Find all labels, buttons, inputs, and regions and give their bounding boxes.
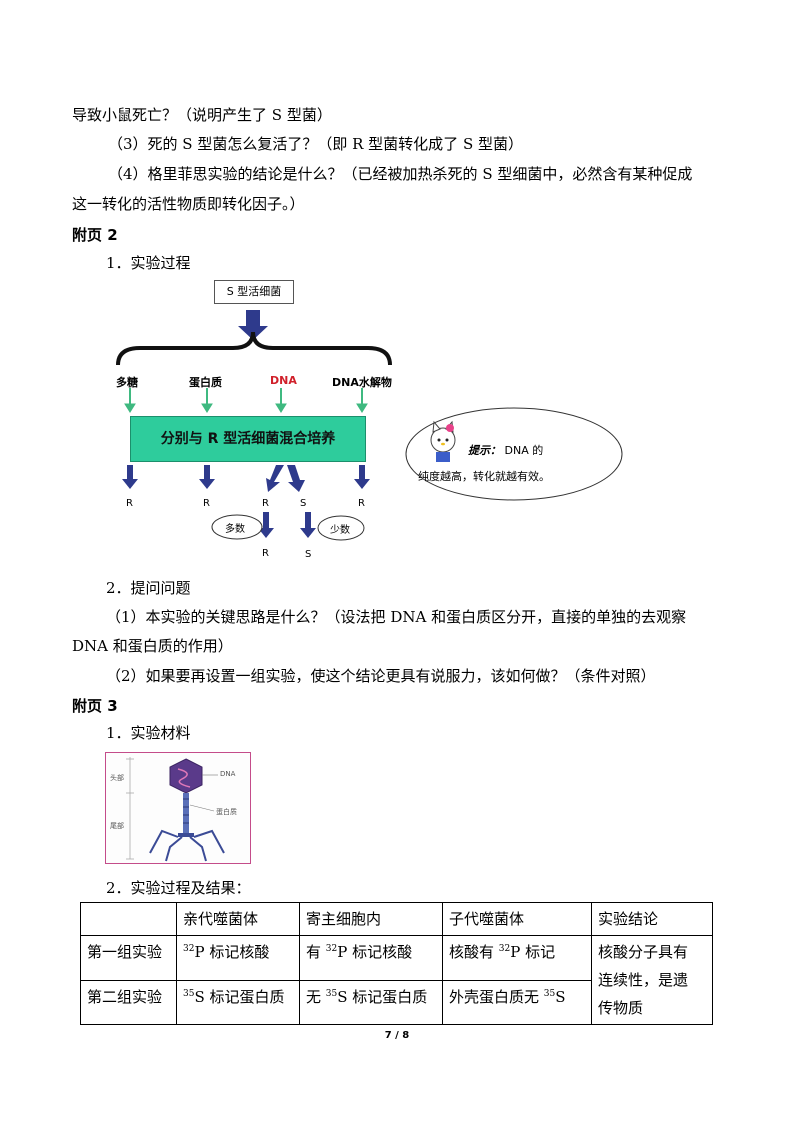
result-r-1: R xyxy=(126,498,133,509)
question-1-line-1: （1）本实验的关键思路是什么？（设法把 DNA 和蛋白质区分开，直接的单独的去观… xyxy=(106,608,687,626)
conclusion-line: 连续性，是遗 xyxy=(598,971,689,989)
table-header-cell: 亲代噬菌体 xyxy=(176,902,300,936)
table-cell: 外壳蛋白质无 35S xyxy=(442,979,592,1025)
conclusion-cell: 核酸分子具有 连续性，是遗 传物质 xyxy=(591,935,713,1025)
hint-line-1: 提示： DNA 的 xyxy=(468,442,543,458)
hint-line-2: 纯度越高，转化就越有效。 xyxy=(418,470,550,483)
result-r-4: R xyxy=(358,498,365,509)
table-row: 第二组实验 35S 标记蛋白质 无 35S 标记蛋白质 外壳蛋白质无 35S xyxy=(80,979,713,1025)
appendix-3-item-2: 2．实验过程及结果： xyxy=(106,879,251,897)
hint-title: 提示： xyxy=(468,444,501,457)
table-header-cell: 寄主细胞内 xyxy=(299,902,443,936)
table-header-cell: 实验结论 xyxy=(591,902,713,936)
phage-dna-label: DNA xyxy=(220,770,236,778)
page-number: 7 / 8 xyxy=(384,1030,410,1041)
component-dna: DNA xyxy=(270,374,297,387)
component-protein: 蛋白质 xyxy=(189,376,222,389)
table-cell: 32P 标记核酸 xyxy=(176,935,300,981)
row-label: 第二组实验 xyxy=(80,979,177,1025)
phage-protein-label: 蛋白质 xyxy=(216,808,237,816)
final-s: S xyxy=(305,549,312,560)
question-4-line-2: 这一转化的活性物质即转化因子。） xyxy=(72,195,305,213)
question-1-line-2: DNA 和蛋白质的作用） xyxy=(72,637,233,655)
component-polysaccharide: 多糖 xyxy=(116,376,138,389)
experiment-diagram: S 型活细菌 多糖 蛋白质 DNA DNA水解物 分别与 R 型活细菌混合培养 … xyxy=(100,270,640,570)
row-label: 第一组实验 xyxy=(80,935,177,981)
question-4-line-1: （4）格里菲思实验的结论是什么？（已经被加热杀死的 S 型细菌中，必然含有某种促… xyxy=(108,165,693,183)
appendix-2-item-2: 2．提问问题 xyxy=(106,579,191,597)
conclusion-line: 传物质 xyxy=(598,999,644,1017)
phage-tail-label: 尾部 xyxy=(110,822,124,830)
phage-drawing xyxy=(126,757,225,862)
table-cell: 无 35S 标记蛋白质 xyxy=(299,979,443,1025)
mix-culture-box: 分别与 R 型活细菌混合培养 xyxy=(130,416,366,462)
component-dna-hydrolysate: DNA水解物 xyxy=(332,376,392,389)
majority-label: 多数 xyxy=(225,524,245,535)
table-row: 第一组实验 32P 标记核酸 有 32P 标记核酸 核酸有 32P 标记 核酸分… xyxy=(80,935,713,1025)
appendix-3-heading: 附页 3 xyxy=(72,697,118,715)
hint-line-1-text: DNA 的 xyxy=(504,444,544,457)
curly-brace xyxy=(116,331,392,366)
experiment-results-table: 亲代噬菌体 寄主细胞内 子代噬菌体 实验结论 第一组实验 32P 标记核酸 有 … xyxy=(80,902,713,1025)
table-header-row: 亲代噬菌体 寄主细胞内 子代噬菌体 实验结论 xyxy=(80,902,713,936)
diagram-graphics xyxy=(116,310,623,541)
table-header-cell: 子代噬菌体 xyxy=(442,902,592,936)
result-r-2: R xyxy=(203,498,210,509)
phage-structure-image: 头部 尾部 DNA 蛋白质 xyxy=(105,752,251,864)
table-cell: 核酸有 32P 标记 xyxy=(442,935,592,981)
appendix-3-item-1: 1．实验材料 xyxy=(106,724,191,742)
phage-head-label: 头部 xyxy=(110,774,124,782)
question-3: （3）死的 S 型菌怎么复活了？（即 R 型菌转化成了 S 型菌） xyxy=(108,135,523,153)
kitty-icon xyxy=(430,420,456,462)
result-s: S xyxy=(300,498,307,509)
final-r: R xyxy=(262,548,269,559)
table-cell: 35S 标记蛋白质 xyxy=(176,979,300,1025)
result-r-3: R xyxy=(262,498,269,509)
table-cell: 有 32P 标记核酸 xyxy=(299,935,443,981)
appendix-2-heading: 附页 2 xyxy=(72,226,118,244)
down-arrow-main xyxy=(238,310,268,340)
table-header-cell xyxy=(80,902,177,936)
intro-line-1: 导致小鼠死亡？（说明产生了 S 型菌） xyxy=(72,106,332,124)
minority-label: 少数 xyxy=(330,525,350,536)
question-2: （2）如果要再设置一组实验，使这个结论更具有说服力，该如何做？（条件对照） xyxy=(106,667,656,685)
s-live-bacteria-box: S 型活细菌 xyxy=(214,280,294,304)
conclusion-line: 核酸分子具有 xyxy=(598,943,689,961)
appendix-2-item-1: 1．实验过程 xyxy=(106,254,191,272)
